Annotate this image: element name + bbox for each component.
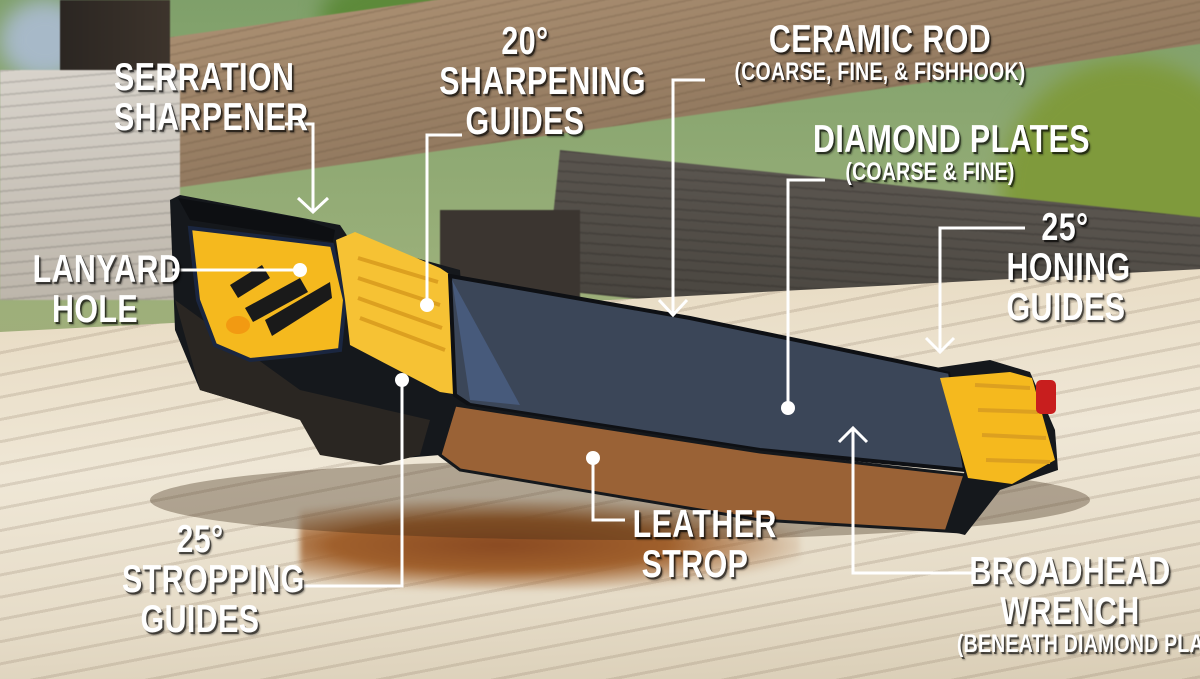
- label-broadhead-wrench: BROADHEAD WRENCH (BENEATH DIAMOND PLATES…: [956, 550, 1200, 658]
- honing-guide-block: [940, 372, 1055, 484]
- label-serration-sharpener: SERRATION SHARPENER: [114, 56, 309, 139]
- label-25-stropping-guides: 25° STROPPING GUIDES: [122, 518, 305, 641]
- leather-strop: [438, 403, 967, 534]
- fence-board-left: [0, 70, 180, 300]
- log-bark: [300, 500, 800, 590]
- diamond-plate: [447, 273, 968, 473]
- label-ceramic-rod: CERAMIC ROD (COARSE, FINE, & FISHHOOK): [734, 18, 1026, 86]
- label-20-sharpening-guides: 20° SHARPENING GUIDES: [439, 20, 646, 143]
- label-leather-strop: LEATHER STROP: [632, 503, 777, 586]
- red-tip: [1036, 380, 1056, 414]
- label-25-honing-guides: 25° HONING GUIDES: [1006, 206, 1131, 329]
- label-lanyard-hole: LANYARD HOLE: [32, 248, 182, 331]
- label-diamond-plates: DIAMOND PLATES (COARSE & FINE): [813, 118, 1090, 186]
